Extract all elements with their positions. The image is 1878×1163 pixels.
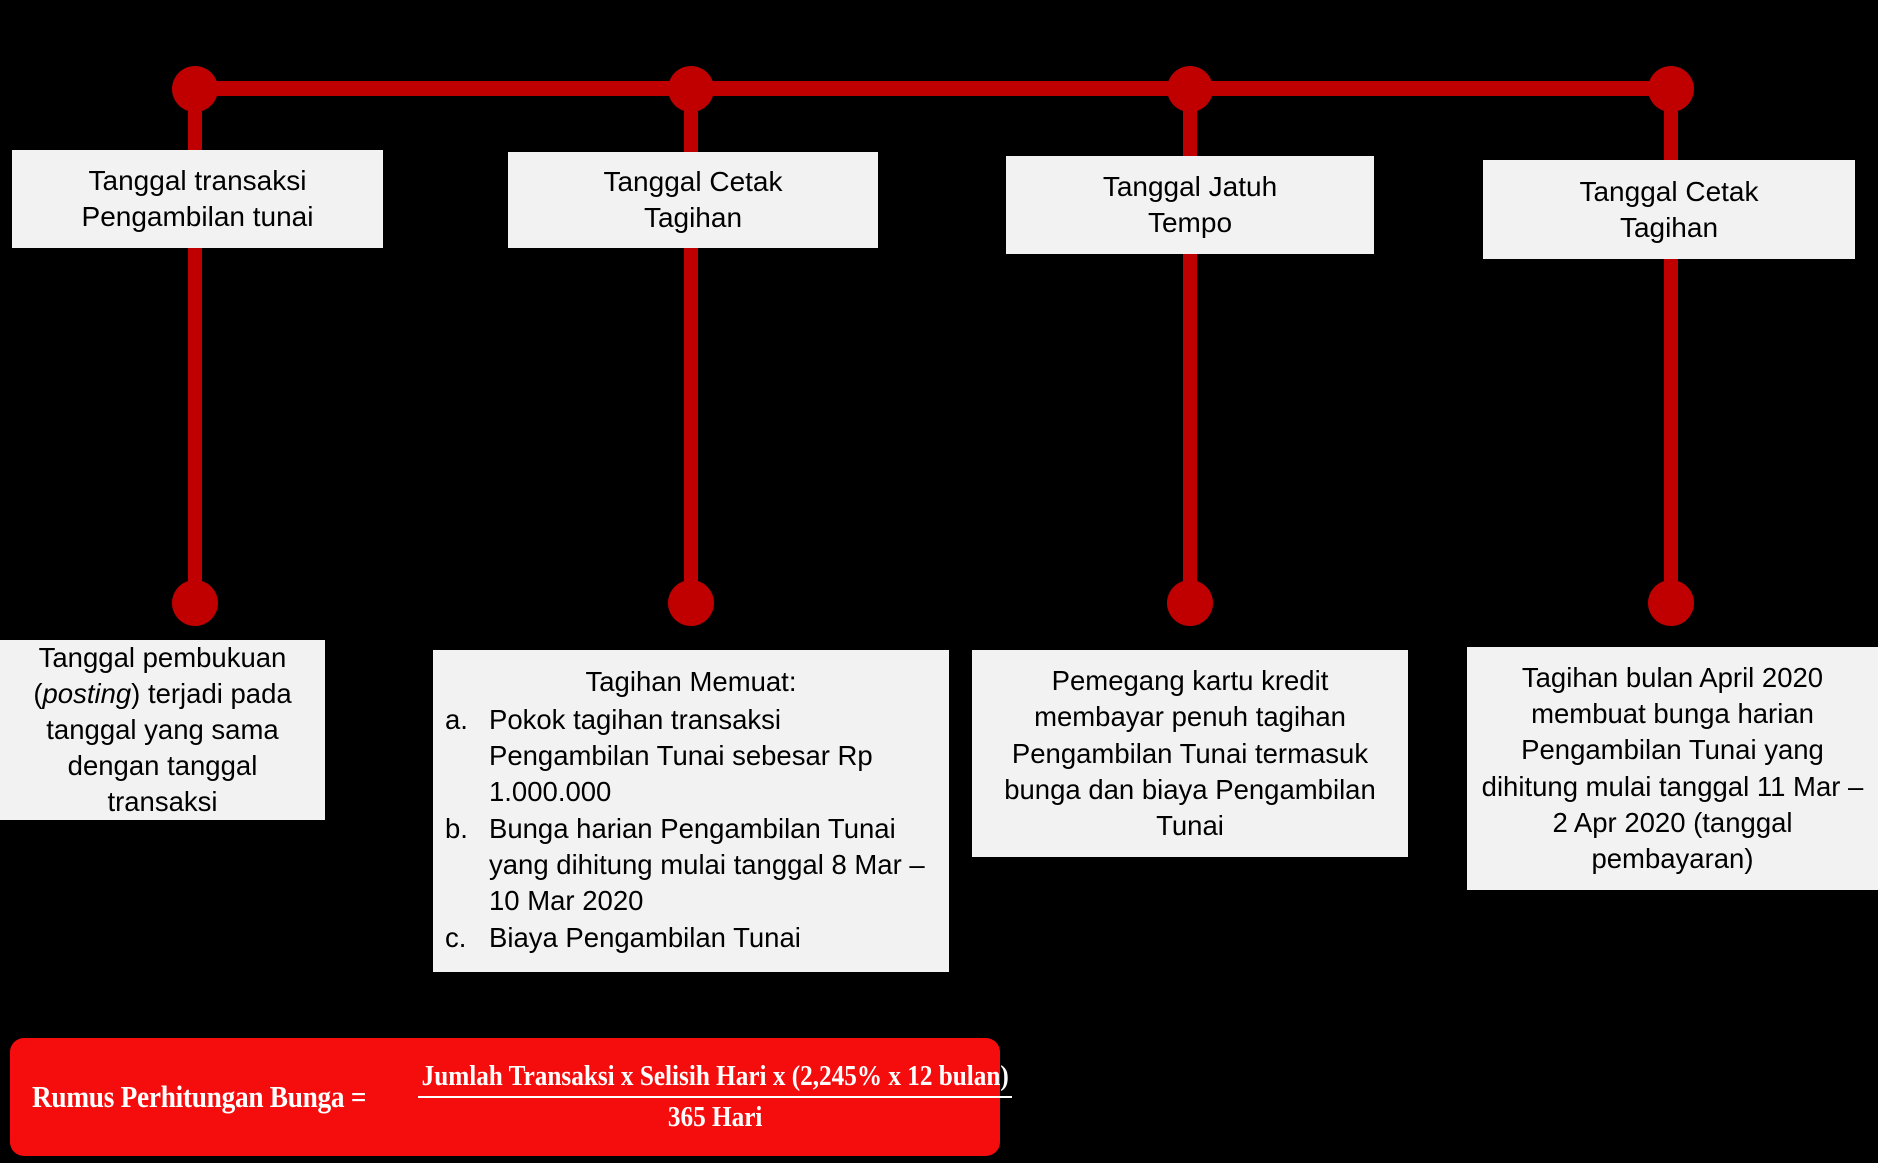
description-box-april-statement: Tagihan bulan April 2020 membuat bunga h… (1467, 647, 1878, 890)
interest-formula-banner: Rumus Perhitungan Bunga = Jumlah Transak… (10, 1038, 1013, 1156)
desc-3-text: Pemegang kartu kredit membayar penuh tag… (1004, 665, 1376, 841)
timeline-node-bottom-3[interactable] (1167, 580, 1213, 626)
description-box-posting-date: Tanggal pembukuan (posting) terjadi pada… (0, 640, 325, 820)
timeline-node-4[interactable] (1648, 66, 1694, 112)
connector-bottom-1 (188, 248, 202, 588)
milestone-box-statement-print-2: Tanggal Cetak Tagihan (1483, 160, 1855, 259)
list-item: c. Biaya Pengambilan Tunai (445, 920, 937, 956)
desc-1-before: Tanggal pembukuan ( (33, 641, 287, 709)
timeline-node-1[interactable] (172, 66, 218, 112)
formula-denominator: 365 Hari (667, 1101, 763, 1133)
desc-1-after: ) terjadi pada tanggal yang sama dengan … (46, 677, 292, 818)
milestone-4-line1: Tanggal Cetak (1579, 175, 1759, 207)
formula-fraction: Jumlah Transaksi x Selisih Hari x (2,245… (417, 1061, 1013, 1134)
list-marker: a. (445, 704, 468, 736)
milestone-1-line1: Tanggal transaksi (88, 165, 307, 197)
list-marker: b. (445, 813, 468, 845)
milestone-2-line2: Tagihan (643, 202, 743, 233)
timeline-node-bottom-4[interactable] (1648, 580, 1694, 626)
list-heading: Tagihan Memuat: (585, 666, 797, 697)
list-item: b. Bunga harian Pengambilan Tunai yang d… (445, 811, 937, 919)
connector-bottom-4 (1664, 259, 1678, 588)
timeline-node-bottom-2[interactable] (668, 580, 714, 626)
formula-label: Rumus Perhitungan Bunga = (32, 1079, 367, 1114)
milestone-box-transaction-date: Tanggal transaksi Pengambilan tunai (12, 150, 383, 248)
milestone-2-line1: Tanggal Cetak (603, 166, 783, 198)
desc-4-text: Tagihan bulan April 2020 membuat bunga h… (1481, 662, 1864, 874)
connector-bottom-2 (684, 248, 698, 588)
list-marker: c. (445, 922, 467, 954)
milestone-box-statement-print-1: Tanggal Cetak Tagihan (508, 152, 878, 248)
desc-1-italic: posting (42, 677, 132, 709)
timeline-node-bottom-1[interactable] (172, 580, 218, 626)
timeline-node-3[interactable] (1167, 66, 1213, 112)
list-item: a. Pokok tagihan transaksi Pengambilan T… (445, 702, 937, 810)
milestone-4-line2: Tagihan (1619, 211, 1719, 243)
list-text: Bunga harian Pengambilan Tunai yang dihi… (489, 813, 925, 917)
description-box-statement-contents: Tagihan Memuat: a. Pokok tagihan transak… (433, 650, 949, 972)
timeline-node-2[interactable] (668, 66, 714, 112)
description-box-full-payment: Pemegang kartu kredit membayar penuh tag… (972, 650, 1408, 857)
list-text: Biaya Pengambilan Tunai (489, 922, 801, 954)
statement-contents-list: a. Pokok tagihan transaksi Pengambilan T… (445, 702, 937, 956)
milestone-1-line2: Pengambilan tunai (81, 201, 314, 232)
milestone-box-due-date: Tanggal Jatuh Tempo (1006, 156, 1374, 254)
list-text: Pokok tagihan transaksi Pengambilan Tuna… (489, 704, 873, 808)
timeline-rail (190, 81, 1676, 96)
formula-numerator: Jumlah Transaksi x Selisih Hari x (2,245… (417, 1061, 1013, 1098)
milestone-3-line1: Tanggal Jatuh (1102, 171, 1278, 203)
connector-bottom-3 (1183, 254, 1197, 588)
milestone-3-line2: Tempo (1147, 207, 1233, 238)
